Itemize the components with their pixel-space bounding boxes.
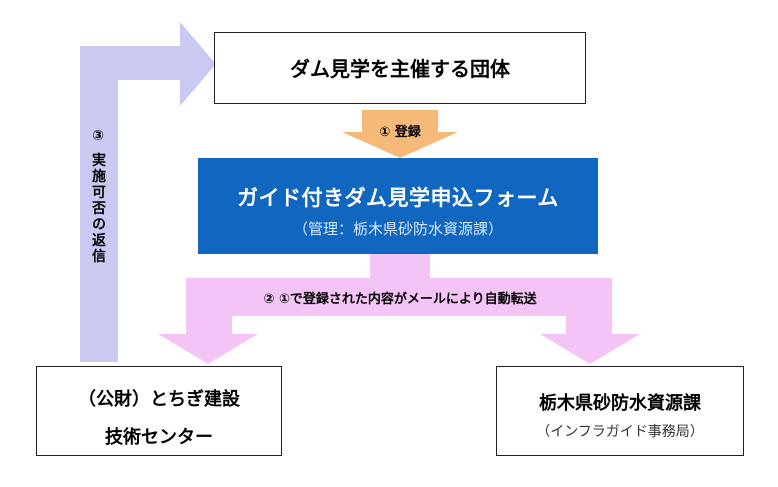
form-subtitle: （管理：栃木県砂防水資源課） bbox=[292, 220, 503, 238]
left-box-line1: （公財）とちぎ建設 bbox=[78, 389, 240, 410]
tochigi-construction-center-box: （公財）とちぎ建設 技術センター bbox=[36, 366, 282, 456]
left-box-line2: 技術センター bbox=[105, 427, 213, 448]
form-title: ガイド付きダム見学申込フォーム bbox=[237, 186, 559, 210]
register-label: ① 登録 bbox=[379, 125, 421, 140]
register-arrow bbox=[342, 110, 458, 158]
prefecture-section-box: 栃木県砂防水資源課 （インフラガイド事務局） bbox=[496, 366, 744, 456]
application-form-box: ガイド付きダム見学申込フォーム （管理：栃木県砂防水資源課） bbox=[198, 158, 598, 254]
reply-arrow bbox=[80, 22, 216, 362]
forward-arrow bbox=[158, 254, 640, 364]
organizer-label: ダム見学を主催する団体 bbox=[290, 57, 510, 81]
organizer-box: ダム見学を主催する団体 bbox=[214, 32, 586, 104]
forward-label: ② ①で登録された内容がメールにより自動転送 bbox=[263, 292, 537, 307]
reply-label: ③ 実施可否の返信 bbox=[90, 128, 106, 265]
right-box-line2: （インフラガイド事務局） bbox=[536, 424, 704, 440]
right-box-line1: 栃木県砂防水資源課 bbox=[539, 393, 701, 414]
